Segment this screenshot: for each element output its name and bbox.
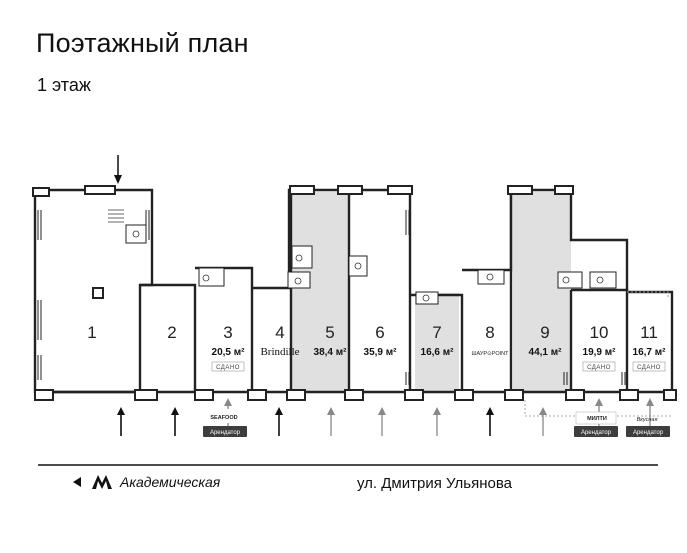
unit-number-1: 1 [87,323,96,342]
seafood-logo: SEAFOOD [210,415,237,421]
unit-number-11: 11 [640,323,658,342]
entrance-arrow-icon [378,407,386,436]
entrance-arrow-icon [117,407,125,436]
walls [33,188,674,394]
unit-number-9: 9 [540,323,549,342]
milti-tenant-label: Арендатор [581,430,612,436]
metro-station-name: Академическая [120,474,221,490]
unit-area-6: 35,9 м² [364,347,398,358]
unit-area-5: 38,4 м² [314,347,348,358]
entrance-arrow-icon [275,407,283,436]
floor-label: 1 этаж [37,75,91,95]
entrance-arrows [114,155,122,184]
unit-number-4: 4 [275,323,284,342]
toilet-blocks [125,224,617,305]
unit-number-5: 5 [325,323,334,342]
columns [32,185,677,401]
tenant-badge-seafood: SEAFOOD Арендатор [203,409,247,437]
unit-9-fill-upper [513,192,568,272]
entrance-arrow-icon [539,407,547,436]
unit-number-3: 3 [223,323,232,342]
unit-number-10: 10 [590,323,609,342]
unit-11-annex [627,291,669,298]
entrance-arrow-icon [433,407,441,436]
unit-area-10: 19,9 м² [583,347,617,358]
tenant-badge-vkusnaya: Вкусная Арендатор [626,417,670,437]
status-badge-frame [632,361,666,372]
vkusnaya-tenant-label: Арендатор [633,430,664,436]
back-arrow-icon [73,477,81,487]
unit-tenant-4: Brindille [260,346,299,358]
page-title: Поэтажный план [36,28,249,58]
entrance-outline [524,400,672,417]
unit-area-9: 44,1 м² [529,347,563,358]
unit-number-2: 2 [167,323,176,342]
unit-number-6: 6 [375,323,384,342]
metro-station: Академическая [70,474,220,490]
milti-logo: МИЛТИ [587,416,607,422]
window-notches [37,210,626,385]
entrance-arrow-icon [486,407,494,436]
toilet-icon [132,230,604,302]
status-badge-3: СДАНО [216,365,240,371]
unit-area-3: 20,5 м² [212,347,246,358]
vkusnaya-logo: Вкусная [637,417,658,423]
street-name: ул. Дмитрия Ульянова [357,475,512,492]
entrance-arrow-icon [327,407,335,436]
status-badge-11: СДАНО [637,365,661,371]
unit-7-fill [415,293,459,392]
unit-number-7: 7 [432,323,441,342]
unit-number-8: 8 [485,323,494,342]
entrance-arrow-icon [171,407,179,436]
seafood-tenant-label: Арендатор [210,430,241,436]
unit-5-fill [291,192,349,392]
stairs [108,209,124,223]
status-badge-frame [211,361,245,372]
unit-area-11: 16,7 м² [633,347,667,358]
tenant-badge-milti: МИЛТИ Арендатор [574,411,618,437]
metro-logo-icon [92,475,112,489]
status-badge-10: СДАНО [587,365,611,371]
entrance-arrow-icon [114,155,122,184]
status-badge-frame [582,361,616,372]
unit-tenant-8: ШАУР⊙POINT [471,351,509,357]
unit-area-7: 16,6 м² [421,347,455,358]
